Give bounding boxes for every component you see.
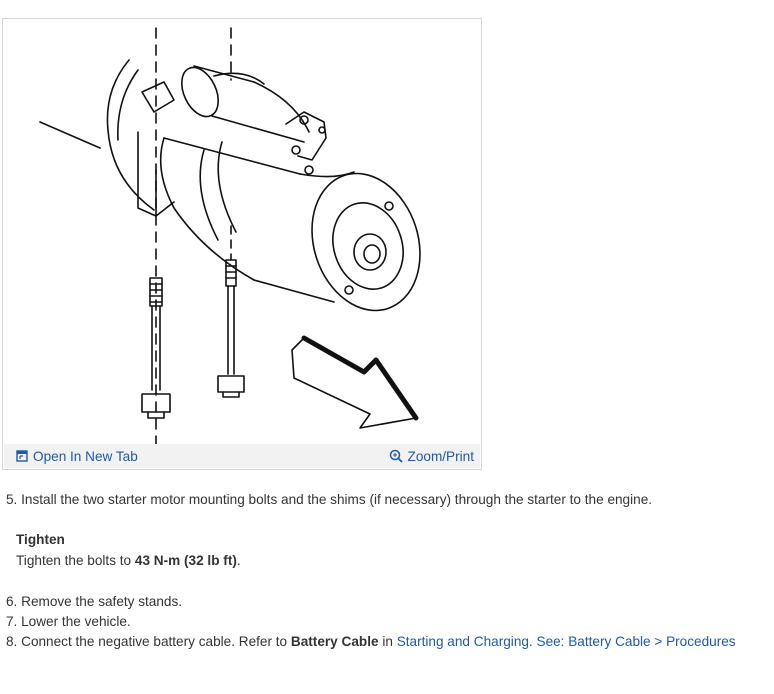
open-new-tab-button[interactable]: Open In New Tab xyxy=(16,449,138,464)
torque-value: 43 N-m (32 lb ft) xyxy=(134,553,237,568)
step-number: 6. xyxy=(6,594,18,609)
step-text: Install the two starter motor mounting b… xyxy=(21,492,653,507)
tighten-suffix: . xyxy=(236,553,241,568)
zoom-print-button[interactable]: Zoom/Print xyxy=(389,449,474,464)
battery-cable-procedures-link[interactable]: See: Battery Cable > Procedures xyxy=(536,634,736,649)
step-text-mid: in xyxy=(378,634,397,649)
tighten-prefix: Tighten the bolts to xyxy=(16,553,135,568)
tighten-text: Tighten the bolts to 43 N-m (32 lb ft). xyxy=(16,553,241,568)
tighten-title: Tighten xyxy=(16,532,65,547)
new-tab-icon xyxy=(16,450,28,462)
step-number: 8. xyxy=(6,634,18,649)
step-text: Lower the vehicle. xyxy=(21,614,131,629)
step-7: 7. Lower the vehicle. xyxy=(6,614,131,629)
zoom-icon xyxy=(389,449,403,463)
zoom-print-label: Zoom/Print xyxy=(407,448,474,464)
battery-cable-term: Battery Cable xyxy=(290,634,379,649)
step-8: 8. Connect the negative battery cable. R… xyxy=(6,634,736,649)
step-5: 5. Install the two starter motor mountin… xyxy=(6,492,652,507)
step-text: Remove the safety stands. xyxy=(21,594,183,609)
figure-toolbar: Open In New Tab Zoom/Print xyxy=(4,444,480,468)
step-number: 5. xyxy=(6,492,18,507)
step-text: Connect the negative battery cable. Refe… xyxy=(21,634,291,649)
figure-card: Open In New Tab Zoom/Print xyxy=(2,18,482,470)
step-number: 7. xyxy=(6,614,18,629)
step-6: 6. Remove the safety stands. xyxy=(6,594,182,609)
starting-charging-link[interactable]: Starting and Charging. xyxy=(396,634,533,649)
open-new-tab-label: Open In New Tab xyxy=(33,448,138,464)
starter-motor-diagram xyxy=(39,27,421,444)
